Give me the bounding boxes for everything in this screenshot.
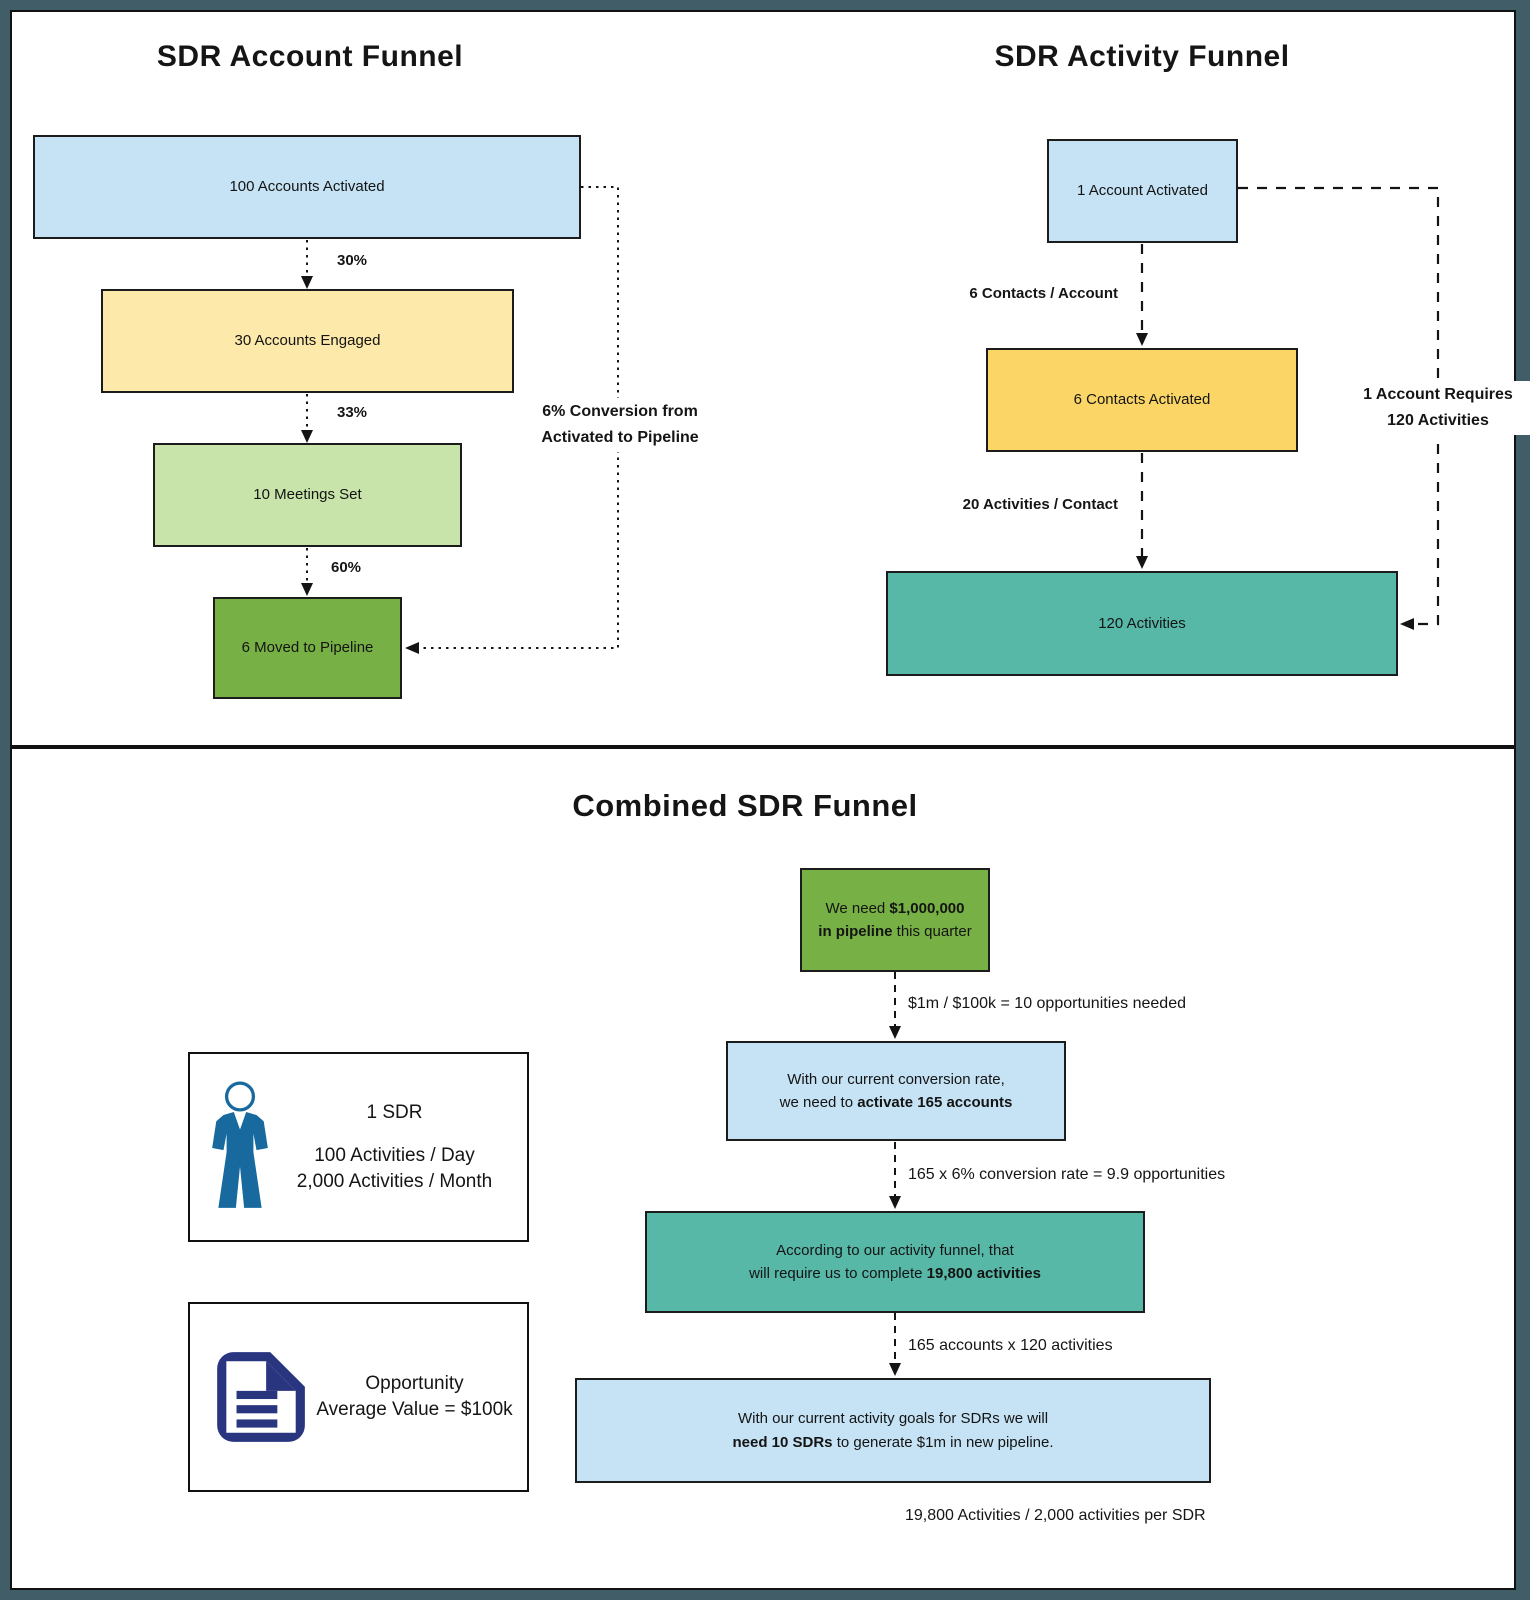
- accounts-text-line1: With our current conversion rate,: [787, 1070, 1005, 1088]
- sdr-info-title: 1 SDR: [366, 1101, 423, 1123]
- feedback-label-line1: 1 Account Requires: [1363, 386, 1513, 403]
- accounts-text-bold: activate 165 accounts: [857, 1094, 1013, 1111]
- sdr-info-card: 1 SDR 100 Activities / Day 2,000 Activit…: [188, 1052, 529, 1242]
- activity-funnel-arrowheads: [1136, 333, 1414, 630]
- sdr-activities-per-day: 100 Activities / Day: [314, 1145, 475, 1167]
- feedback-label-line1: 6% Conversion from: [542, 403, 698, 420]
- goal-text-pipeline: in pipeline: [818, 923, 893, 940]
- combined-funnel-accounts-box: With our current conversion rate, we nee…: [726, 1041, 1066, 1141]
- activities-per-contact-label: 20 Activities / Contact: [962, 496, 1118, 513]
- combined-funnel-title: Combined SDR Funnel: [572, 788, 918, 823]
- activities-text-bold: 19,800 activities: [926, 1265, 1041, 1282]
- accounts-text-pre: we need to: [779, 1094, 858, 1111]
- sdr-info-text: 1 SDR 100 Activities / Day 2,000 Activit…: [276, 1100, 513, 1195]
- combined-funnel-arrowheads: [889, 1026, 901, 1376]
- account-funnel-feedback-label: 6% Conversion from Activated to Pipeline: [518, 398, 722, 452]
- goal-text-pre: We need: [825, 899, 890, 917]
- account-funnel-title: SDR Account Funnel: [156, 40, 464, 73]
- opportunity-average-value: Average Value = $100k: [316, 1399, 513, 1420]
- activity-funnel-title: SDR Activity Funnel: [994, 40, 1290, 73]
- opportunity-info-title: Opportunity: [365, 1373, 464, 1395]
- goal-text-post: this quarter: [892, 923, 972, 940]
- opportunity-info-card: Opportunity Average Value = $100k: [188, 1302, 529, 1492]
- activity-funnel-stage-account-activated: 1 Account Activated: [1047, 139, 1238, 243]
- opportunity-info-text: Opportunity Average Value = $100k: [316, 1371, 513, 1422]
- activities-text-pre: will require us to complete: [749, 1265, 927, 1282]
- activities-text-line1: According to our activity funnel, that: [776, 1241, 1014, 1259]
- activity-funnel-stage-contacts-activated: 6 Contacts Activated: [986, 348, 1298, 452]
- account-funnel-stage-accounts-engaged: 30 Accounts Engaged: [101, 289, 514, 393]
- conversion-rate-33: 33%: [337, 404, 368, 421]
- result-text-line1: With our current activity goals for SDRs…: [737, 1410, 1049, 1428]
- step1-calculation-label: $1m / $100k = 10 opportunities needed: [908, 995, 1186, 1012]
- feedback-label-line2: Activated to Pipeline: [541, 429, 699, 446]
- activity-funnel-feedback-label: 1 Account Requires 120 Activities: [1338, 381, 1530, 435]
- contacts-per-account-label: 6 Contacts / Account: [969, 285, 1118, 302]
- conversion-rate-60: 60%: [331, 559, 362, 576]
- goal-text-amount: $1,000,000: [889, 899, 965, 917]
- account-funnel-arrowheads: [301, 276, 419, 654]
- combined-funnel-goal-box: We need $1,000,000 in pipeline this quar…: [800, 868, 990, 972]
- person-icon: [204, 1080, 276, 1214]
- sdr-activities-per-month: 2,000 Activities / Month: [296, 1170, 493, 1192]
- result-text-bold: need 10 SDRs: [732, 1433, 833, 1451]
- account-funnel-connectors: [306, 186, 619, 649]
- account-funnel-stage-moved-to-pipeline: 6 Moved to Pipeline: [213, 597, 402, 699]
- account-funnel-stage-meetings-set: 10 Meetings Set: [153, 443, 462, 547]
- activity-funnel-stage-120-activities: 120 Activities: [886, 571, 1398, 676]
- step2-calculation-label: 165 x 6% conversion rate = 9.9 opportuni…: [908, 1166, 1226, 1183]
- feedback-label-line2: 120 Activities: [1387, 412, 1489, 429]
- conversion-rate-30: 30%: [337, 252, 368, 269]
- combined-funnel-activities-box: According to our activity funnel, that w…: [645, 1211, 1145, 1313]
- sdr-capacity-footnote: 19,800 Activities / 2,000 activities per…: [905, 1507, 1206, 1524]
- step3-calculation-label: 165 accounts x 120 activities: [908, 1337, 1113, 1354]
- result-text-post: to generate $1m in new pipeline.: [832, 1433, 1054, 1451]
- account-funnel-stage-accounts-activated: 100 Accounts Activated: [33, 135, 581, 239]
- document-icon: [204, 1346, 316, 1448]
- combined-funnel-result-box: With our current activity goals for SDRs…: [575, 1378, 1211, 1483]
